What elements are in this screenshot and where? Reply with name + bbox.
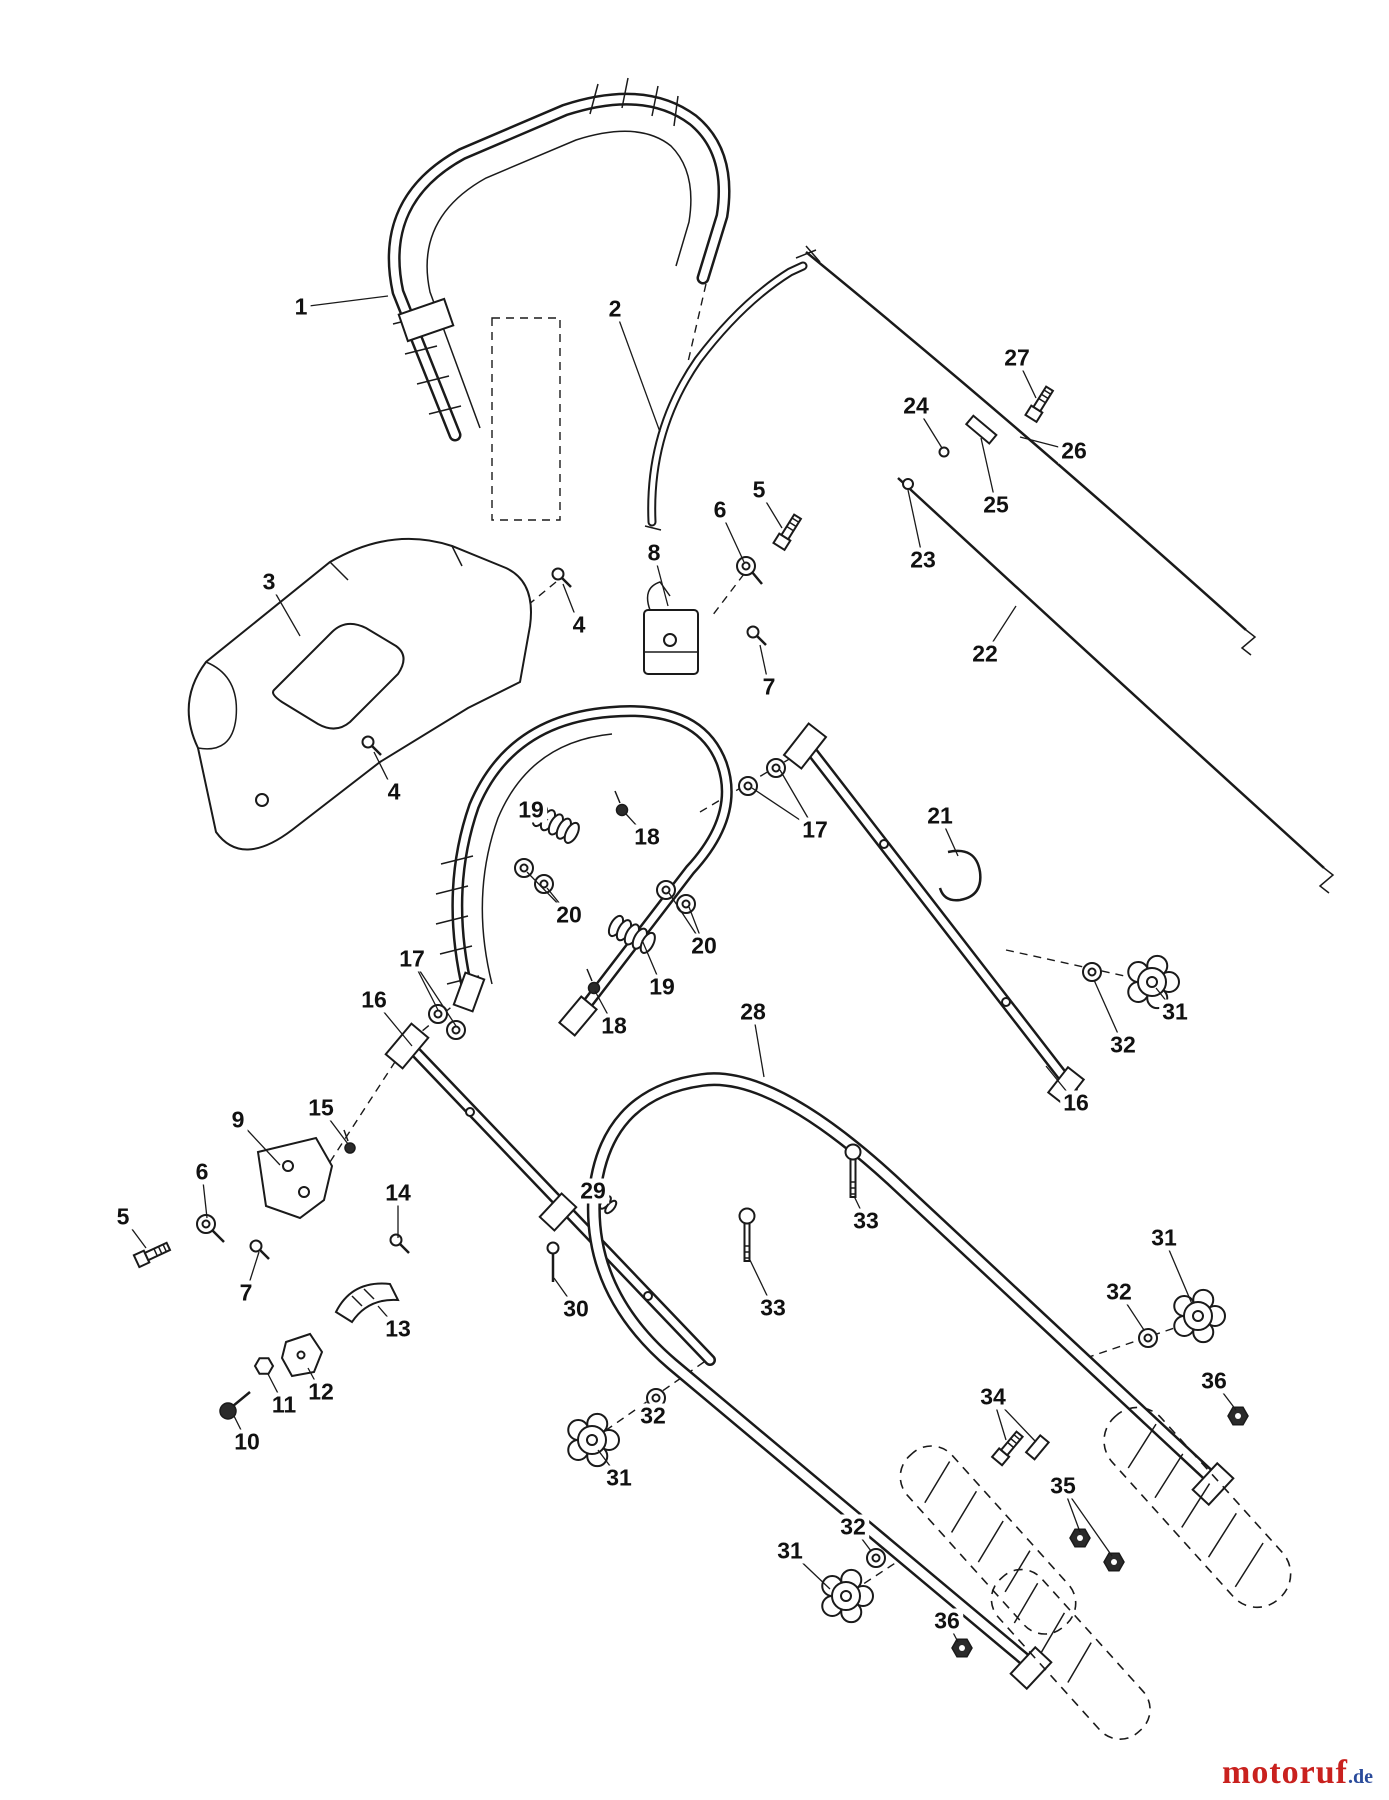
part-callout-17: 17 — [396, 946, 428, 972]
part-callout-19: 19 — [646, 974, 678, 1000]
part-callout-12: 12 — [305, 1379, 337, 1405]
part-callout-3: 3 — [259, 569, 279, 595]
part-callout-35: 35 — [1047, 1473, 1079, 1499]
part-callout-6: 6 — [192, 1159, 212, 1185]
part-callout-15: 15 — [305, 1095, 337, 1121]
cable-bracket-cluster — [361, 512, 805, 757]
part-callout-8: 8 — [644, 540, 664, 566]
logo-main: motoruf — [1222, 1754, 1348, 1791]
handle-support-bar — [644, 245, 821, 531]
control-cables — [805, 251, 1335, 894]
part-callout-32: 32 — [1103, 1279, 1135, 1305]
part-callout-7: 7 — [236, 1280, 256, 1306]
part-callout-27: 27 — [1001, 345, 1033, 371]
part-callout-1: 1 — [291, 294, 311, 320]
part-callout-32: 32 — [637, 1403, 669, 1429]
part-callout-28: 28 — [737, 999, 769, 1025]
upper-handle-bail — [387, 77, 731, 442]
part-callout-10: 10 — [231, 1429, 263, 1455]
part-callout-17: 17 — [799, 817, 831, 843]
part-callout-14: 14 — [382, 1180, 414, 1206]
part-callout-11: 11 — [268, 1392, 300, 1418]
part-callout-21: 21 — [924, 803, 956, 829]
part-callout-20: 20 — [553, 902, 585, 928]
part-callout-30: 30 — [560, 1296, 592, 1322]
part-callout-33: 33 — [757, 1295, 789, 1321]
part-callout-36: 36 — [931, 1608, 963, 1634]
part-callout-19: 19 — [515, 797, 547, 823]
part-callout-16: 16 — [358, 987, 390, 1013]
part-callout-20: 20 — [688, 933, 720, 959]
part-callout-33: 33 — [850, 1208, 882, 1234]
part-callout-6: 6 — [710, 497, 730, 523]
part-callout-4: 4 — [569, 612, 589, 638]
part-callout-31: 31 — [774, 1538, 806, 1564]
part-callout-34: 34 — [977, 1384, 1009, 1410]
logo-suffix: .de — [1348, 1766, 1373, 1788]
part-callout-25: 25 — [980, 492, 1012, 518]
part-callout-36: 36 — [1198, 1368, 1230, 1394]
grip-mount-hardware — [991, 1429, 1125, 1572]
part-callout-18: 18 — [598, 1013, 630, 1039]
grip-panels — [899, 1406, 1292, 1740]
part-callout-16: 16 — [1060, 1090, 1092, 1116]
part-callout-32: 32 — [837, 1514, 869, 1540]
part-callout-32: 32 — [1107, 1032, 1139, 1058]
part-callout-29: 29 — [577, 1178, 609, 1204]
lever-bracket-cluster — [132, 1129, 411, 1420]
handle-tube-right — [782, 722, 1086, 1107]
handle-tube-left — [384, 1022, 716, 1366]
console-housing — [187, 537, 532, 851]
part-callout-26: 26 — [1058, 438, 1090, 464]
cable-clip-hook — [938, 849, 982, 902]
part-callout-13: 13 — [382, 1316, 414, 1342]
part-callout-24: 24 — [900, 393, 932, 419]
part-callout-4: 4 — [384, 779, 404, 805]
middle-handle-bail — [435, 705, 733, 1037]
part-callout-23: 23 — [907, 547, 939, 573]
part-callout-5: 5 — [749, 477, 769, 503]
springs-and-washers — [428, 758, 786, 1040]
part-callout-31: 31 — [1159, 999, 1191, 1025]
part-callout-31: 31 — [603, 1465, 635, 1491]
part-callout-5: 5 — [113, 1204, 133, 1230]
site-watermark: motoruf.de — [1222, 1754, 1373, 1792]
part-callout-22: 22 — [969, 641, 1001, 667]
part-callout-9: 9 — [228, 1107, 248, 1133]
part-callout-31: 31 — [1148, 1225, 1180, 1251]
part-callout-2: 2 — [605, 296, 625, 322]
part-callout-18: 18 — [631, 824, 663, 850]
part-callout-7: 7 — [759, 674, 779, 700]
